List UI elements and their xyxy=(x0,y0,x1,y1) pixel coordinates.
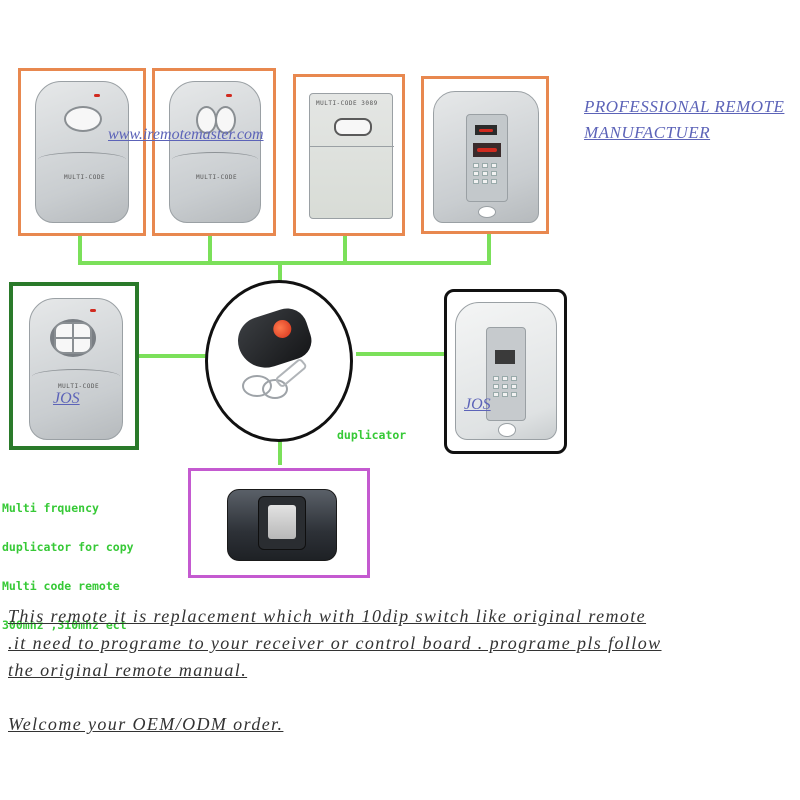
remote-frame-bottom xyxy=(188,468,370,578)
connector-drop-3 xyxy=(343,234,347,264)
remote-frame-1: MULTI-CODE xyxy=(18,68,146,236)
remote-button-icon xyxy=(268,505,296,539)
case-seam xyxy=(38,152,126,167)
connector-drop-2 xyxy=(208,234,212,264)
remote-button-icon xyxy=(54,337,74,354)
double-button-remote: MULTI-CODE xyxy=(169,81,261,223)
keypad-buttons xyxy=(473,163,497,184)
display-digit xyxy=(479,129,493,132)
visor-remote xyxy=(227,489,337,561)
led-indicator xyxy=(226,94,232,97)
duplicator-label: duplicator xyxy=(337,428,407,442)
button-well xyxy=(258,496,306,550)
remote-brand-label: MULTI-CODE xyxy=(58,383,100,390)
caption-line-1: This remote it is replacement which with… xyxy=(8,606,647,626)
connector-drop-4 xyxy=(487,234,491,264)
jos-label: JOS xyxy=(464,396,491,413)
remote-brand-label: MULTI-CODE xyxy=(64,174,106,181)
led-indicator xyxy=(90,309,96,312)
display-window xyxy=(495,350,515,364)
four-button-remote: MULTI-CODE xyxy=(29,298,123,440)
remote-button-icon xyxy=(215,106,236,134)
jos-label: JOS xyxy=(53,390,80,407)
caption-line-2: .it need to programe to your receiver or… xyxy=(8,633,662,653)
keyring-icon xyxy=(262,379,288,399)
remote-frame-right: JOS xyxy=(444,289,567,454)
remote-button-icon xyxy=(72,337,92,354)
remote-brand-label: MULTI-CODE xyxy=(196,174,238,181)
connector-top-bus xyxy=(78,261,491,265)
headline-line-2: MANUFACTUER xyxy=(584,123,711,142)
display-window xyxy=(473,143,501,157)
case-seam xyxy=(172,152,258,167)
feature-line-3: Multi code remote xyxy=(2,579,120,593)
feature-list: Multi frquency duplicator for copy Multi… xyxy=(2,476,134,645)
four-button-pad xyxy=(50,319,96,357)
keyring-hole-icon xyxy=(478,206,496,218)
case-split-line xyxy=(310,146,394,147)
headline-line-1: PROFESSIONAL REMOTE xyxy=(584,97,785,116)
caption-line-3: the original remote manual. xyxy=(8,660,248,680)
led-display xyxy=(475,125,497,135)
connector-left xyxy=(136,354,208,358)
remote-button-icon xyxy=(64,106,102,132)
remote-frame-3: MULTI-CODE 3089 xyxy=(293,74,405,236)
red-button-icon xyxy=(270,317,294,341)
connector-right xyxy=(356,352,444,356)
feature-line-4: 300mhz ,310mhz ect xyxy=(2,618,127,632)
remote-frame-left: MULTI-CODE JOS xyxy=(9,282,139,450)
remote-brand-label: MULTI-CODE 3089 xyxy=(316,100,378,107)
keypad-buttons xyxy=(493,376,517,397)
feature-line-1: Multi frquency xyxy=(2,501,99,515)
keypad-panel xyxy=(486,327,526,421)
headline: PROFESSIONAL REMOTE MANUFACTUER xyxy=(584,94,784,146)
connector-center-down xyxy=(278,440,282,465)
feature-line-2: duplicator for copy xyxy=(2,540,134,554)
keypad-panel xyxy=(466,114,508,202)
remote-frame-4 xyxy=(421,76,549,234)
single-button-remote: MULTI-CODE xyxy=(35,81,129,223)
display-digit xyxy=(477,148,497,152)
remote-frame-2: MULTI-CODE xyxy=(152,68,276,236)
led-indicator xyxy=(94,94,100,97)
remote-button-icon xyxy=(334,118,372,136)
keyring-hole-icon xyxy=(498,423,516,437)
split-case-remote: MULTI-CODE 3089 xyxy=(309,93,394,219)
keypad-remote-large xyxy=(455,302,557,440)
keypad-remote xyxy=(433,91,539,223)
duplicator-frame xyxy=(205,280,353,442)
case-seam xyxy=(32,369,120,384)
connector-center-up xyxy=(278,262,282,284)
connector-drop-1 xyxy=(78,234,82,264)
caption-line-4: Welcome your OEM/ODM order. xyxy=(8,714,284,734)
watermark-url: www.iremotemaster.com xyxy=(108,126,264,143)
